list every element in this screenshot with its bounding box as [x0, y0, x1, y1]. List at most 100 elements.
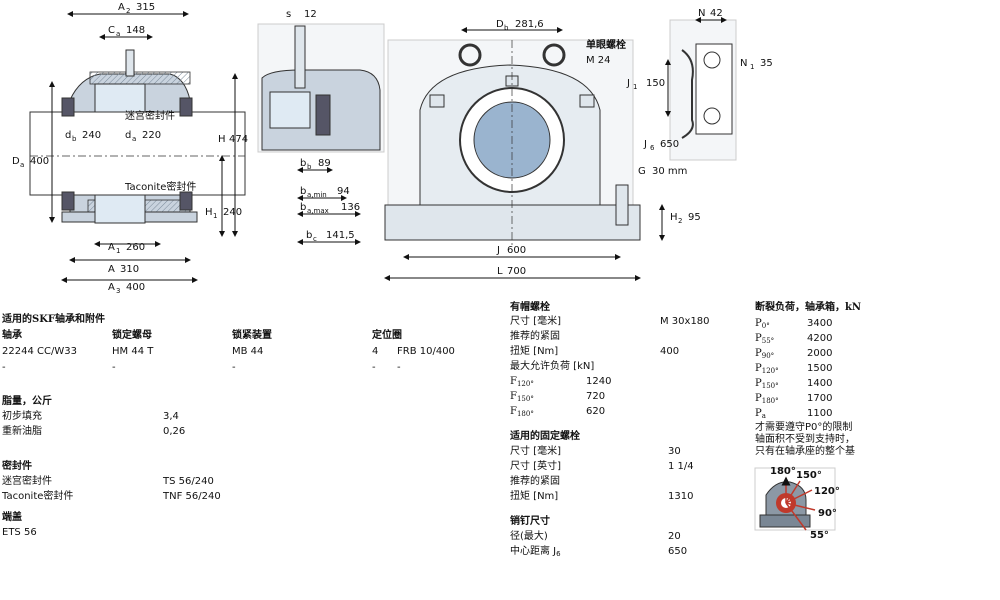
svg-text:3: 3: [116, 287, 120, 295]
load-label-150: 150°: [796, 470, 822, 481]
cap-bolt-size-value: M 30x180: [660, 316, 710, 327]
svg-text:L: L: [497, 266, 503, 277]
svg-text:2: 2: [126, 7, 130, 15]
col-bearing: 轴承: [2, 330, 22, 341]
p120-label: P120°: [755, 363, 779, 375]
svg-text:c: c: [313, 235, 317, 243]
grease-header: 脂量，公斤: [2, 396, 52, 407]
load-label-55: 55°: [810, 530, 829, 541]
svg-text:J: J: [626, 78, 630, 89]
svg-text:G: G: [638, 166, 646, 177]
eye-bolt-left: [458, 43, 482, 67]
grease-relube-value: 0,26: [163, 426, 186, 437]
load-f120-label: F120°: [510, 376, 534, 388]
svg-text:a: a: [116, 30, 120, 38]
note-line-3: 只有在轴承座的整个基: [755, 446, 855, 457]
dim-Db: 281,6: [515, 19, 544, 30]
cell-empty: -: [232, 362, 236, 373]
svg-text:H: H: [205, 207, 213, 218]
seals-header: 密封件: [2, 461, 32, 472]
col-locating-ring: 定位圈: [372, 330, 402, 341]
fix-bolt-inch-value: 1 1/4: [668, 461, 694, 472]
pa-label: Pa: [755, 408, 766, 420]
svg-text:A: A: [108, 242, 115, 253]
p180-label: P180°: [755, 393, 779, 405]
svg-text:D: D: [12, 156, 20, 167]
p120-value: 1500: [807, 363, 833, 374]
svg-text:J: J: [496, 245, 500, 256]
bearing-bottom: [94, 194, 146, 224]
p150-value: 1400: [807, 378, 833, 389]
load-label-90: 90°: [818, 508, 837, 519]
dim-da: 220: [142, 130, 161, 141]
dim-G: 30 mm: [652, 166, 687, 177]
load-diagram: 180° 150° 120° 90° 55°: [754, 466, 840, 541]
eye-bolt-size: M 24: [586, 55, 611, 66]
svg-text:b: b: [300, 202, 306, 213]
seal-taconite-value: TNF 56/240: [163, 491, 221, 502]
cell-empty: -: [112, 362, 116, 373]
dim-A2: 315: [136, 2, 155, 13]
svg-text:a,max: a,max: [307, 207, 329, 215]
svg-text:b: b: [306, 230, 312, 241]
svg-text:a: a: [20, 161, 24, 169]
cell-ring-count: 4: [372, 346, 379, 357]
dowel-distance-label: 中心距离 J6: [510, 546, 561, 558]
fix-bolts-header: 适用的固定螺栓: [510, 431, 580, 442]
end-cover-header: 端盖: [2, 512, 22, 523]
seal-labyrinth-value: TS 56/240: [163, 476, 214, 487]
cell-locknut: HM 44 T: [112, 346, 154, 357]
dim-s: 12: [304, 9, 317, 20]
cap-bolt-max-load-label: 最大允许负荷 [kN]: [510, 361, 595, 372]
dowel-header: 销钉尺寸: [510, 516, 550, 527]
bearing-top: [94, 83, 146, 113]
p55-label: P55°: [755, 333, 775, 345]
accessories-header: 适用的SKF轴承和附件: [2, 314, 106, 325]
p0-value: 3400: [807, 318, 833, 329]
svg-text:N: N: [698, 8, 705, 19]
eye-bolt-label: 单眼螺栓: [586, 38, 626, 51]
dim-db: 240: [82, 130, 101, 141]
svg-text:J: J: [643, 139, 647, 150]
dim-J1: 150: [646, 78, 665, 89]
svg-text:1: 1: [750, 63, 754, 71]
cap-bolts-header: 有帽螺栓: [510, 302, 550, 313]
svg-text:D: D: [496, 19, 504, 30]
fix-bolt-mm-label: 尺寸 [毫米]: [510, 446, 561, 457]
dim-Ca: 148: [126, 25, 145, 36]
svg-text:1: 1: [213, 212, 217, 220]
dim-J6: 650: [660, 139, 679, 150]
cap-bolt-torque-note: 推荐的紧固: [510, 331, 560, 342]
dim-ba-max: 136: [341, 202, 360, 213]
dim-bb: 89: [318, 158, 331, 169]
p55-value: 4200: [807, 333, 833, 344]
svg-text:1: 1: [116, 247, 120, 255]
p0-label: P0°: [755, 318, 770, 330]
dim-ba-min: 94: [337, 186, 350, 197]
svg-text:b: b: [504, 24, 509, 32]
svg-text:b: b: [307, 163, 312, 171]
load-label-180: 180°: [770, 466, 796, 477]
col-lock-device: 锁紧装置: [232, 330, 272, 341]
dowel-diameter-value: 20: [668, 531, 681, 542]
cell-empty: -: [2, 362, 6, 373]
dim-N1: 35: [760, 58, 773, 69]
svg-text:1: 1: [633, 83, 637, 91]
eye-bolt-right: [542, 43, 566, 67]
grease-relube-label: 重新油脂: [2, 426, 42, 437]
shaft: [29, 111, 246, 196]
fix-bolt-note: 推荐的紧固: [510, 476, 560, 487]
cell-empty: -: [372, 362, 376, 373]
dowel-distance-value: 650: [668, 546, 688, 557]
cell-bearing: 22244 CC/W33: [2, 346, 77, 357]
svg-text:H: H: [670, 212, 678, 223]
svg-text:s: s: [286, 9, 291, 20]
cap-bolt-size-label: 尺寸 [毫米]: [510, 316, 561, 327]
cell-lock-device: MB 44: [232, 346, 264, 357]
svg-text:A: A: [108, 264, 115, 275]
dim-bc: 141,5: [326, 230, 355, 241]
svg-text:2: 2: [678, 217, 682, 225]
